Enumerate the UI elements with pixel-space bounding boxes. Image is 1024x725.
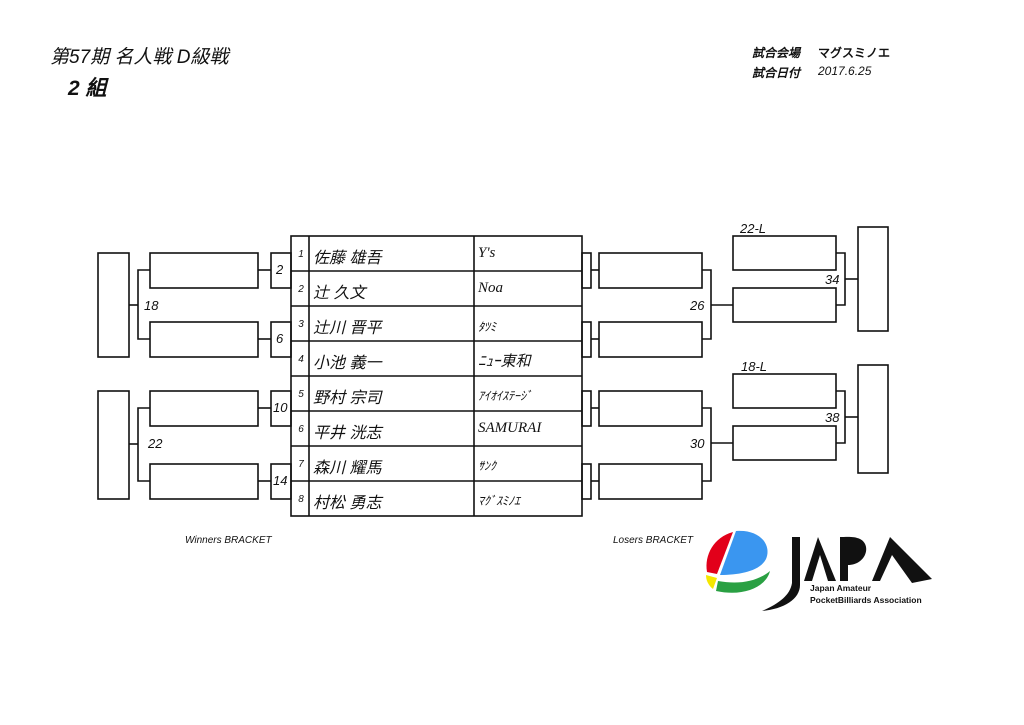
player-team: SAMURAI [478, 420, 542, 436]
player-name: 辻川 晋平 [313, 320, 382, 337]
player-team: ﾏｸﾞｽﾐﾉｴ [478, 494, 521, 508]
seed-number: 5 [298, 389, 304, 400]
japa-logo-mark [706, 530, 932, 611]
player-name: 野村 宗司 [313, 390, 382, 407]
seed-number: 3 [298, 319, 304, 330]
seed-number: 6 [298, 424, 304, 435]
match-number: 14 [273, 473, 288, 488]
player-team: Noa [478, 280, 504, 296]
logo-line2: PocketBilliards Association [810, 595, 922, 605]
player-name: 佐藤 雄吾 [313, 250, 382, 267]
match-number: 30 [690, 436, 705, 451]
player-name: 村松 勇志 [313, 495, 382, 512]
table-row-dividers [291, 270, 582, 482]
match-number: 26 [690, 298, 705, 313]
player-name: 小池 義一 [313, 355, 382, 372]
player-team: ﾀﾂﾐ [478, 320, 497, 334]
drop-label: 18-L [741, 359, 768, 374]
player-team: ｻﾝｸ [478, 459, 497, 473]
venue-label: 試合会場 [752, 46, 801, 60]
date-label: 試合日付 [752, 66, 801, 80]
seed-number: 7 [298, 459, 304, 470]
player-name: 辻 久文 [313, 285, 366, 302]
japa-logo: Japan Amateur PocketBilliards Associatio… [700, 525, 940, 615]
winners-bracket [97, 252, 292, 500]
match-number: 6 [276, 331, 284, 346]
match-number: 18 [144, 298, 159, 313]
match-number: 22 [148, 436, 163, 451]
seed-number: 2 [298, 284, 304, 295]
player-name: 平井 洸志 [313, 425, 382, 442]
winners-bracket-label: Winners BRACKET [185, 535, 272, 546]
group-title: 2 組 [68, 77, 107, 100]
seed-number: 4 [298, 354, 304, 365]
match-number: 2 [276, 262, 284, 277]
losers-bracket-label: Losers BRACKET [613, 535, 694, 546]
player-team: Y's [478, 245, 496, 261]
date-value: 2017.6.25 [818, 64, 872, 78]
player-name: 森川 耀馬 [313, 460, 382, 477]
venue-value: マグスミノエ [818, 46, 891, 60]
player-team: ﾆｭｰ東和 [478, 354, 531, 370]
match-number: 38 [825, 410, 840, 425]
losers-bracket [581, 226, 889, 500]
match-number: 34 [825, 272, 840, 287]
seed-number: 8 [298, 494, 304, 505]
drop-label: 22-L [740, 221, 767, 236]
page-title: 第57期 名人戦 D級戦 [50, 47, 229, 68]
player-team: ｱｲｵｲｽﾃｰｼﾞ [478, 389, 533, 403]
match-number: 10 [273, 400, 288, 415]
logo-line1: Japan Amateur [810, 583, 872, 593]
seed-number: 1 [298, 249, 304, 260]
